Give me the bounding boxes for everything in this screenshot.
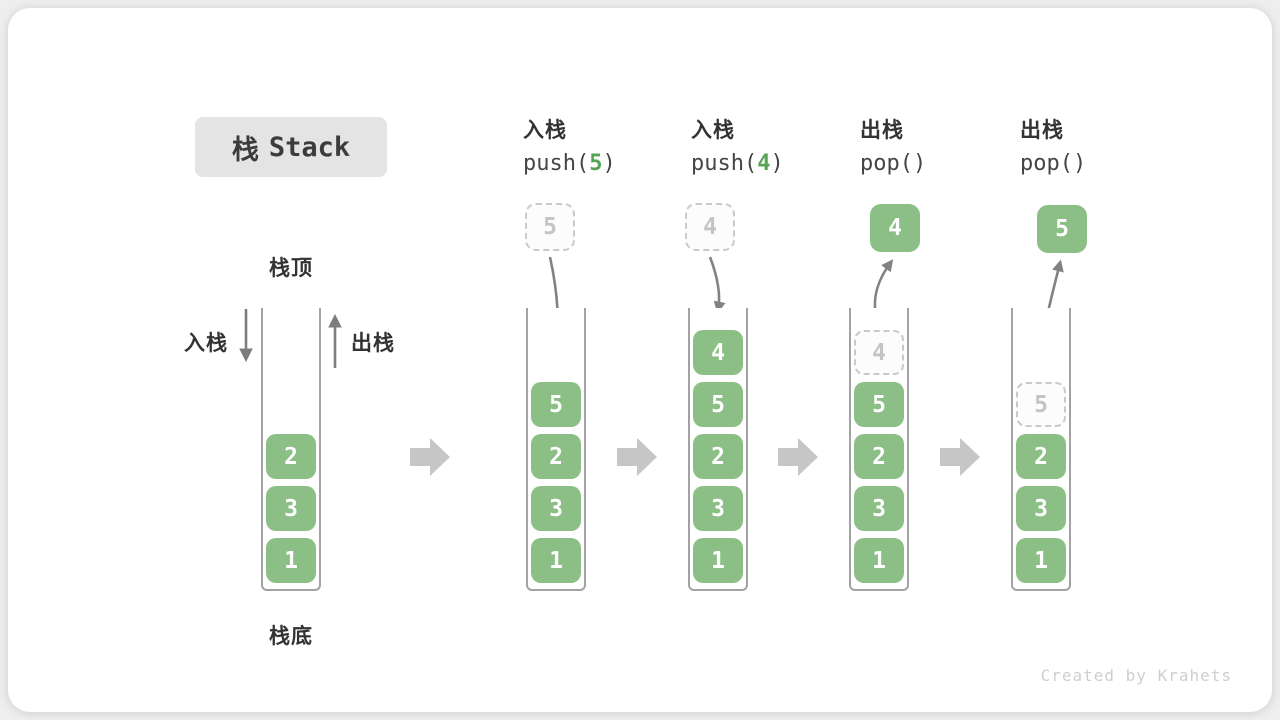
incoming-ghost-block: 5 [525,203,575,251]
op-push-4: 入栈 push(4) [691,114,851,176]
flow-arrow-icon [940,438,980,476]
stack-bottom-label: 栈底 [269,625,313,648]
stack-block: 5 [531,382,581,427]
op-code: pop() [860,151,927,176]
stack-top-label: 栈顶 [269,257,313,280]
op-code: push(4) [691,151,784,176]
incoming-ghost-block: 4 [685,203,735,251]
stack-block: 3 [1016,486,1066,531]
watermark: Created by Krahets [1040,666,1232,685]
stack-block: 1 [266,538,316,583]
stack-block: 3 [266,486,316,531]
push-direction-arrow-icon [239,309,253,363]
stack-container-4: 4 5 2 3 1 [849,308,909,591]
canvas-card: 栈 Stack 入栈 push(5) 入栈 push(4) 出栈 pop() 出… [8,8,1272,712]
op-push-5: 入栈 push(5) [523,114,683,176]
ghost-block: 4 [854,330,904,375]
stack-block: 2 [266,434,316,479]
op-pop-2: 出栈 pop() [1020,114,1180,176]
stack-container-1: 2 3 1 [261,308,321,591]
stack-block: 2 [854,434,904,479]
pop-side-label: 出栈 [351,332,395,355]
op-code: push(5) [523,151,616,176]
pop-direction-arrow-icon [328,313,342,368]
stack-block: 4 [693,330,743,375]
ghost-block: 5 [1016,382,1066,427]
op-label: 出栈 [860,119,904,142]
stack-block: 3 [854,486,904,531]
stack-container-2: 5 2 3 1 [526,308,586,591]
stack-block: 2 [531,434,581,479]
popped-block: 4 [870,204,920,252]
op-label: 出栈 [1020,119,1064,142]
title-zh: 栈 [231,134,259,165]
stack-container-5: 5 2 3 1 [1011,308,1071,591]
popped-block: 5 [1037,205,1087,253]
push-side-label: 入栈 [184,332,228,355]
stack-block: 5 [693,382,743,427]
op-pop-1: 出栈 pop() [860,114,1020,176]
title-badge: 栈 Stack [195,117,387,177]
stack-block: 1 [854,538,904,583]
flow-arrow-icon [617,438,657,476]
title-en: Stack [268,131,351,163]
stack-block: 2 [693,434,743,479]
stack-block: 2 [1016,434,1066,479]
op-code: pop() [1020,151,1087,176]
stack-container-3: 4 5 2 3 1 [688,308,748,591]
stack-block: 1 [531,538,581,583]
stack-block: 1 [1016,538,1066,583]
stack-block: 3 [693,486,743,531]
op-label: 入栈 [523,119,567,142]
flow-arrow-icon [778,438,818,476]
stack-block: 3 [531,486,581,531]
stack-block: 1 [693,538,743,583]
stack-block: 5 [854,382,904,427]
op-label: 入栈 [691,119,735,142]
flow-arrow-icon [410,438,450,476]
